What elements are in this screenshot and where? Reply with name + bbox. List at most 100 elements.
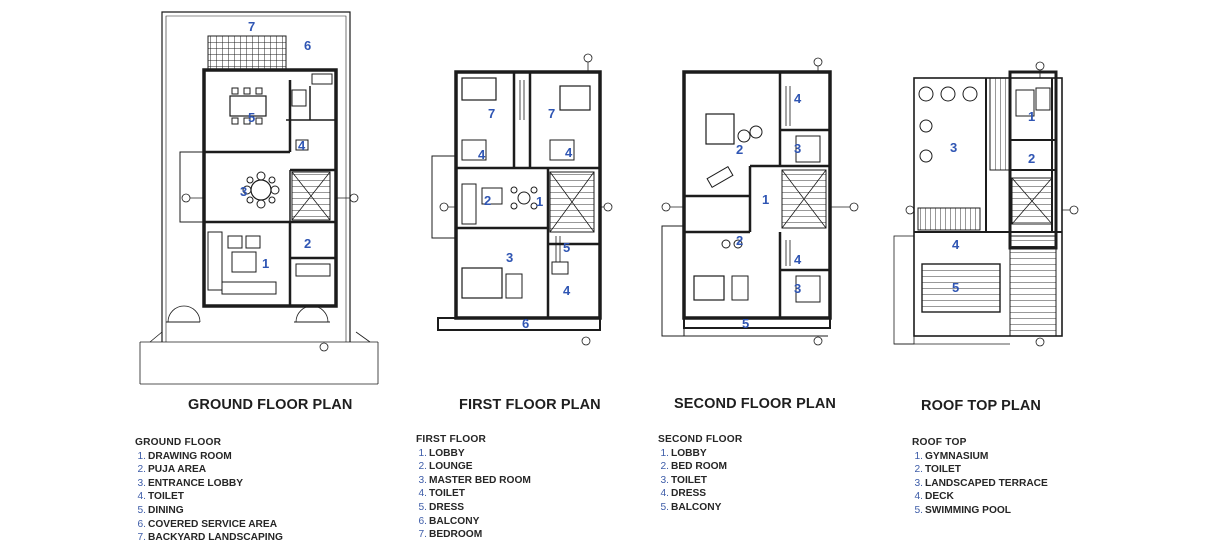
legend-item-name: PUJA AREA [148,464,207,476]
legend-item: 3.LANDSCAPED TERRACE [912,477,1048,491]
room-number: 4 [298,138,306,153]
legend-item-name: TOILET [671,474,708,486]
legend-item-number: 3. [418,474,428,486]
room-number: 5 [742,316,749,331]
room-numbers: 7 6 5 4 3 1 2 7 7 4 4 2 1 3 5 4 6 4 2 3 … [240,19,1035,331]
legend-item-name: LOBBY [429,447,465,459]
ground-floor-legend: GROUND FLOOR 1.DRAWING ROOM 2.PUJA AREA … [135,436,283,545]
legend-item-number: 4. [137,491,147,503]
room-number: 7 [248,19,255,34]
legend-item-name: TOILET [925,464,962,476]
room-number: 4 [794,91,802,106]
room-number: 4 [563,283,571,298]
legend-heading: FIRST FLOOR [416,434,487,445]
room-number: 4 [794,252,802,267]
room-number: 3 [794,281,801,296]
legend-item: 1.LOBBY [658,447,742,461]
second-floor-plan [661,57,859,346]
room-number: 5 [952,280,959,295]
legend-item: 1.LOBBY [416,447,531,461]
legend-list: 1.GYMNASIUM 2.TOILET 3.LANDSCAPED TERRAC… [912,450,1048,518]
legend-item: 2.TOILET [912,463,1048,477]
legend-item: 7.BEDROOM [416,528,531,542]
legend-item: 4.DRESS [658,487,742,501]
legend-item-name: LOBBY [671,447,707,459]
roof-top-legend: ROOF TOP 1.GYMNASIUM 2.TOILET 3.LANDSCAP… [912,436,1048,518]
room-number: 3 [506,250,513,265]
room-number: 3 [794,141,801,156]
first-floor-plan [431,53,613,346]
legend-item: 4.TOILET [416,487,531,501]
legend-heading: GROUND FLOOR [135,437,222,448]
legend-item-number: 2. [137,464,147,476]
room-number: 5 [563,240,570,255]
legend-item: 5.BALCONY [658,501,742,515]
legend-item-number: 2. [914,464,924,476]
roof-top-plan [893,61,1079,347]
legend-item: 1.GYMNASIUM [912,450,1048,464]
legend-item-number: 5. [418,501,428,513]
legend-item-number: 5. [137,504,147,516]
roof-top-plan-title: ROOF TOP PLAN [921,398,1041,414]
legend-item: 3.TOILET [658,474,742,488]
room-number: 6 [304,38,311,53]
legend-item: 7.BACKYARD LANDSCAPING [135,531,283,545]
room-number: 2 [304,236,311,251]
ground-floor-plan-title: GROUND FLOOR PLAN [188,397,353,413]
legend-item-name: TOILET [148,491,185,503]
room-number: 1 [762,192,769,207]
room-number: 2 [736,142,743,157]
legend-item-number: 3. [660,474,670,486]
legend-item-name: DINING [148,504,184,516]
room-number: 4 [478,147,486,162]
legend-item-number: 6. [418,515,428,527]
room-number: 2 [484,193,491,208]
legend-item-number: 1. [418,447,428,459]
room-number: 1 [536,194,543,209]
room-number: 4 [565,145,573,160]
legend-item-number: 5. [660,501,670,513]
room-number: 3 [950,140,957,155]
legend-item-number: 7. [418,529,428,541]
legend-item: 5.DRESS [416,501,531,515]
legend-item-number: 4. [914,491,924,503]
legend-item-name: BED ROOM [671,461,728,473]
legend-item-name: LOUNGE [429,461,473,473]
legend-item-name: BALCONY [429,515,480,527]
legend-item-name: DECK [925,491,954,503]
second-floor-legend: SECOND FLOOR 1.LOBBY 2.BED ROOM 3.TOILET… [658,433,742,515]
legend-item-number: 3. [137,477,147,489]
legend-item-number: 6. [137,518,147,530]
legend-list: 1.LOBBY 2.LOUNGE 3.MASTER BED ROOM 4.TOI… [416,447,531,542]
legend-item-number: 4. [418,488,428,500]
legend-item: 1.DRAWING ROOM [135,450,283,464]
legend-item-number: 1. [137,450,147,462]
ground-floor-plan [139,11,379,385]
legend-item: 2.BED ROOM [658,460,742,474]
room-number: 5 [248,110,255,125]
legend-item: 3.ENTRANCE LOBBY [135,477,283,491]
first-floor-legend: FIRST FLOOR 1.LOBBY 2.LOUNGE 3.MASTER BE… [416,433,531,542]
second-floor-plan-title: SECOND FLOOR PLAN [674,396,837,412]
legend-item: 3.MASTER BED ROOM [416,474,531,488]
legend-item-number: 3. [914,477,924,489]
legend-item-name: DRAWING ROOM [148,450,232,462]
legend-list: 1.LOBBY 2.BED ROOM 3.TOILET 4.DRESS 5.BA… [658,447,742,515]
legend-item-name: TOILET [429,488,466,500]
legend-item-number: 5. [914,504,924,516]
room-number: 1 [262,256,269,271]
legend-item-name: MASTER BED ROOM [429,474,531,486]
legend-item: 5.DINING [135,504,283,518]
legend-item-number: 2. [660,461,670,473]
room-number: 4 [952,237,960,252]
legend-item-number: 4. [660,488,670,500]
legend-heading: ROOF TOP [912,437,967,448]
first-floor-plan-title: FIRST FLOOR PLAN [459,397,601,413]
legend-item-number: 7. [137,532,147,544]
legend-item: 2.PUJA AREA [135,463,283,477]
legend-item-number: 1. [660,447,670,459]
legend-item: 6.COVERED SERVICE AREA [135,518,283,532]
legend-item-number: 1. [914,450,924,462]
room-number: 7 [488,106,495,121]
legend-item-number: 2. [418,461,428,473]
